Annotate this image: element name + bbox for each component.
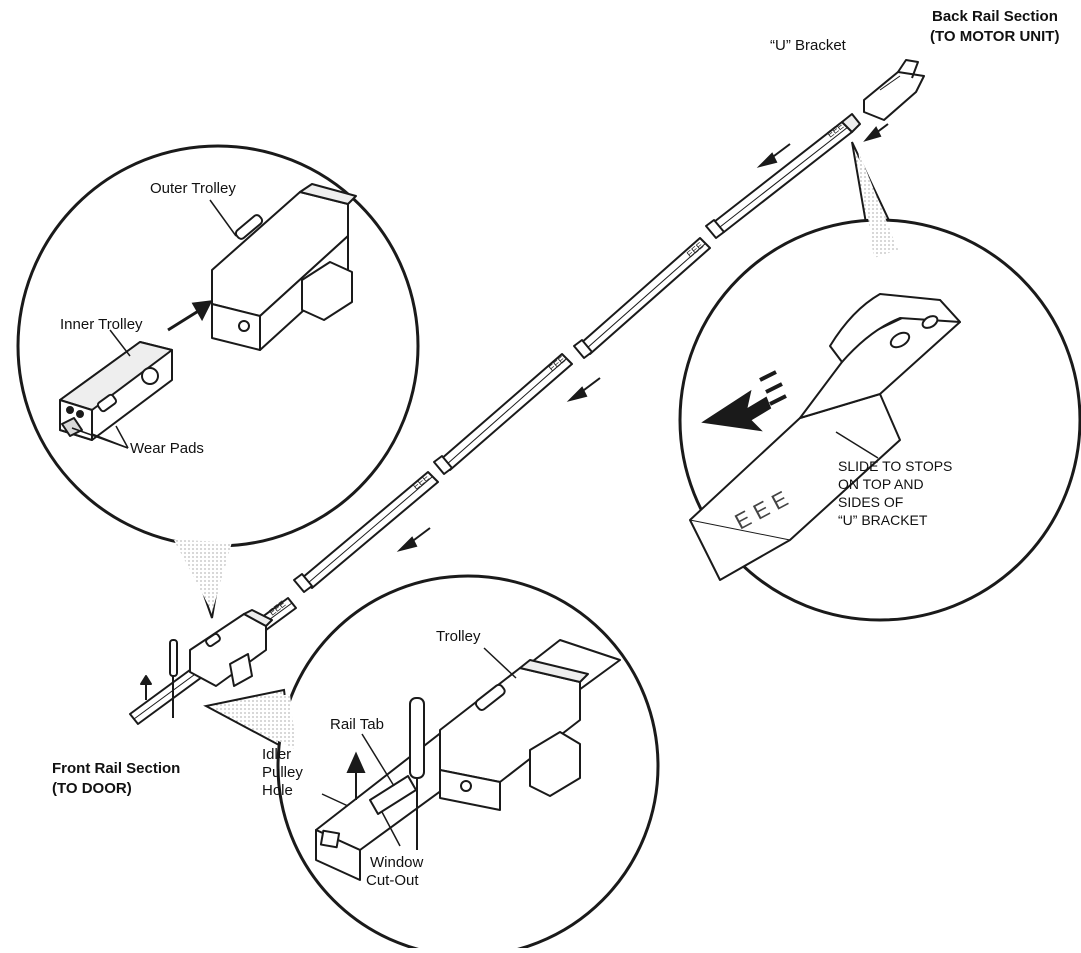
inset-slide-detail: E E E <box>678 141 1081 622</box>
slide-instruction-line-3: SIDES OF <box>838 494 904 510</box>
window-label-line-2: Cut-Out <box>366 872 419 889</box>
lift-arrow <box>346 751 366 800</box>
idler-label-line-3: Hole <box>262 782 293 799</box>
idler-label-line-1: Idler <box>262 746 292 763</box>
wear-pads-label: Wear Pads <box>130 440 204 457</box>
inner-trolley-label: Inner Trolley <box>60 316 143 333</box>
slide-arrows <box>701 370 787 432</box>
rail-section-2: EEE <box>573 237 711 359</box>
slide-leader <box>835 431 879 459</box>
bottom-leaders <box>321 647 517 847</box>
u-bracket-label: “U” Bracket <box>770 37 846 54</box>
trolley-drawing <box>439 659 589 811</box>
rail-tab-label: Rail Tab <box>330 716 384 733</box>
u-bracket-small <box>863 59 925 121</box>
direction-arrows <box>396 123 889 552</box>
front-rail-title: Front Rail Section <box>52 760 181 777</box>
assembly-arrow <box>167 300 213 332</box>
wear-pads-leaders <box>71 425 129 449</box>
rail-section-1: EEE <box>705 113 861 239</box>
front-trolley <box>140 609 273 718</box>
idler-label-line-2: Pulley <box>262 764 303 781</box>
inner-trolley-leader <box>109 329 131 357</box>
inner-trolley-drawing <box>59 341 173 441</box>
front-rail-subtitle: (TO DOOR) <box>52 780 132 797</box>
outer-trolley-leader <box>209 199 237 237</box>
slide-instruction-line-4: “U” BRACKET <box>838 512 928 528</box>
back-rail-title: Back Rail Section <box>932 8 1058 25</box>
slide-instruction-line-2: ON TOP AND <box>838 476 924 492</box>
slide-instruction-line-1: SLIDE TO STOPS <box>838 458 953 474</box>
back-rail-subtitle: (TO MOTOR UNIT) <box>930 28 1060 45</box>
outer-trolley-drawing <box>211 183 357 351</box>
rail-section-3: EEE <box>433 353 573 475</box>
screwdriver <box>409 697 425 850</box>
rail-section-4: EEE <box>293 471 439 593</box>
outer-trolley-label: Outer Trolley <box>150 180 236 197</box>
inset-front-detail <box>203 574 660 953</box>
u-bracket-drawing: E E E <box>689 293 961 581</box>
window-label-line-1: Window <box>370 854 424 871</box>
inset-trolley-detail <box>16 144 420 619</box>
trolley-label: Trolley <box>436 628 481 645</box>
